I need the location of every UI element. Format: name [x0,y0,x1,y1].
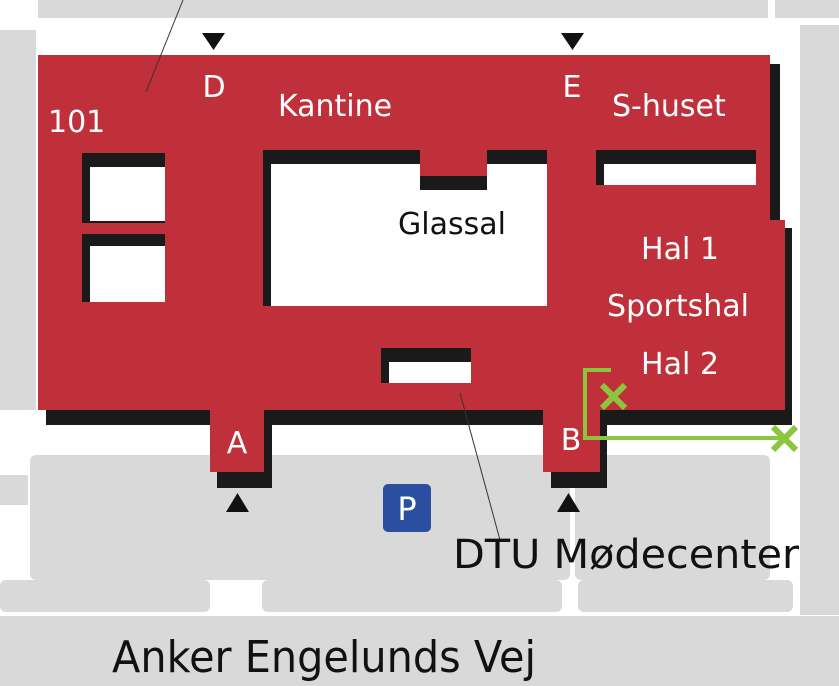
yard-s [604,164,756,185]
road-strip-1 [0,580,210,612]
yard-1 [90,167,165,221]
street-road [0,616,839,686]
leader-line-modecenter [459,392,501,541]
entrance-arrow-icon [557,493,580,512]
parking-lot [30,455,570,580]
road-lower-right [575,455,770,580]
leader-line-101 [145,0,184,93]
label-s-huset: S-huset [612,89,726,124]
route-marker-x-icon [599,382,628,411]
route-line [583,368,785,440]
label-101: 101 [48,105,105,140]
road-right [800,25,839,615]
entrance-arrow-icon [561,33,584,50]
glassal-area [271,164,547,306]
label-hal-2: Hal 2 [641,347,719,382]
label-kantine: Kantine [278,89,392,124]
parking-icon: P [383,484,431,532]
entrance-label-b: B [561,423,582,458]
building-labels: 101 Kantine S-huset Hal 1 Sportshal Hal … [48,70,749,461]
entrance-arrow-icon [202,33,225,50]
label-glassal: Glassal [398,207,506,242]
dark-labels: Glassal DTU Mødecenter Anker Engelunds V… [112,207,800,683]
road-top [38,0,768,18]
label-hal-1: Hal 1 [641,232,719,267]
route [583,368,799,453]
yard-m [389,362,471,383]
entrance-label-a: A [227,426,248,461]
road-left [0,30,36,410]
street-name: Anker Engelunds Vej [112,632,536,683]
entrance-arrow-icon [226,493,249,512]
parking-label: P [397,490,416,528]
road-strip-2 [262,580,562,612]
road-left-lower [0,475,28,505]
entrance-label-e: E [563,70,582,105]
road-top-right [775,0,839,18]
entrance-label-d: D [202,70,225,105]
entrance-arrows [202,33,584,512]
road-strip-3 [578,580,793,612]
yard-2 [90,246,165,302]
label-dtu-modecenter: DTU Mødecenter [453,532,800,578]
label-sportshal: Sportshal [607,289,749,324]
courtyards [82,150,756,383]
route-marker-x-icon [770,424,799,453]
